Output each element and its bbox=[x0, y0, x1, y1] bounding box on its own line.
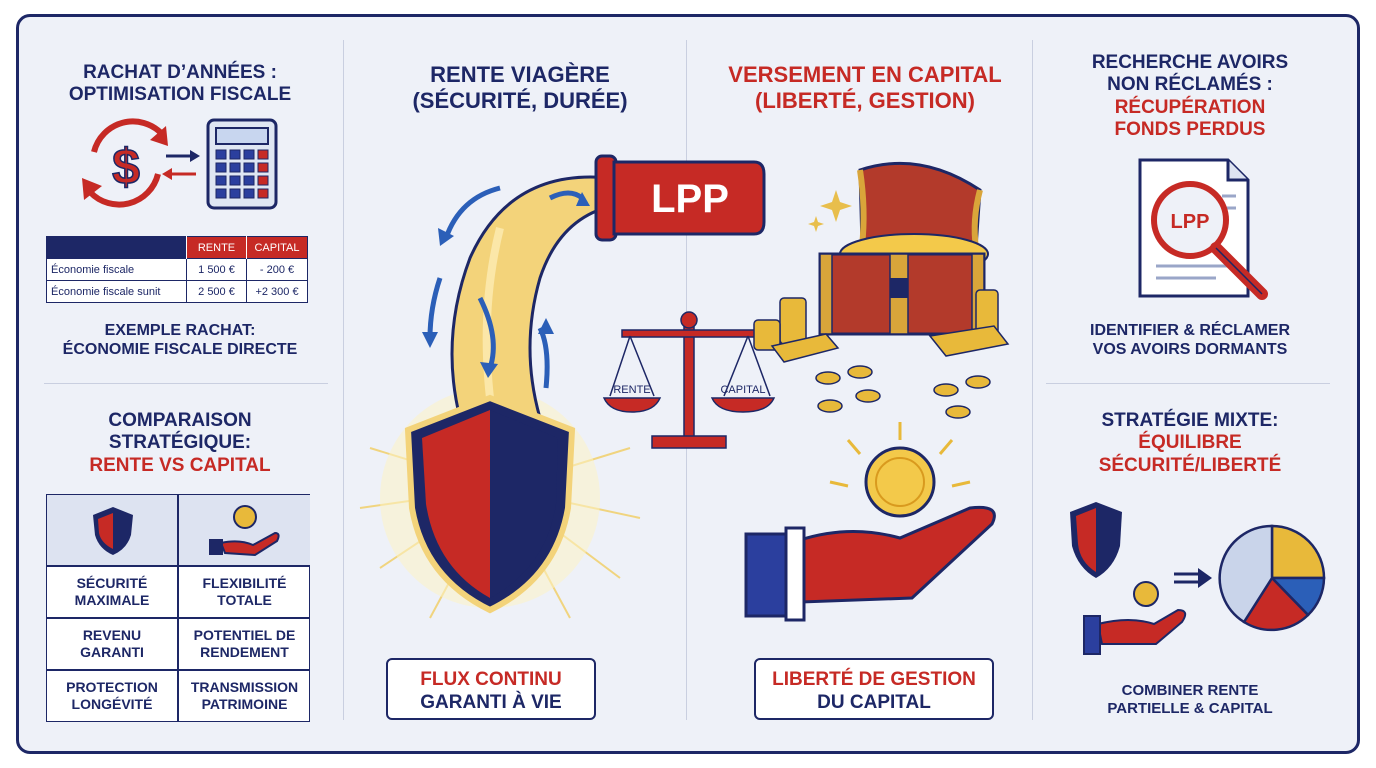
table-header-cell bbox=[46, 236, 187, 259]
recherche-title: RECHERCHE AVOIRS NON RÉCLAMÉS : RÉCUPÉRA… bbox=[1091, 52, 1289, 141]
balance-scale-icon: RENTE CAPITAL bbox=[602, 311, 776, 449]
strategy-mix-icon bbox=[1070, 502, 1326, 655]
treasure-chest-icon bbox=[753, 161, 1010, 419]
table-cell: 2 500 € bbox=[186, 280, 247, 303]
identifier-caption: IDENTIFIER & RÉCLAMER VOS AVOIRS DORMANT… bbox=[1090, 322, 1290, 358]
rachat-table: RENTE CAPITAL Économie fiscale 1 500 € -… bbox=[46, 236, 308, 303]
doc-label: LPP bbox=[1171, 211, 1210, 233]
divider bbox=[343, 40, 344, 720]
divider bbox=[1032, 40, 1033, 720]
flux-continu-box: FLUX CONTINU GARANTI À VIE bbox=[386, 658, 596, 720]
hand-coin-icon bbox=[744, 422, 996, 622]
strategie-mixte-title: STRATÉGIE MIXTE: ÉQUILIBRE SÉCURITÉ/LIBE… bbox=[1098, 410, 1282, 476]
divider bbox=[44, 383, 328, 384]
combiner-caption: COMBINER RENTE PARTIELLE & CAPITAL bbox=[1107, 682, 1273, 717]
svg-text:$: $ bbox=[112, 139, 140, 195]
table-row: Économie fiscale sunit 2 500 € +2 300 € bbox=[46, 280, 308, 303]
pipe-label: LPP bbox=[651, 177, 729, 221]
table-cell: +2 300 € bbox=[246, 280, 308, 303]
rachat-title: RACHAT D’ANNÉES : OPTIMISATION FISCALE bbox=[68, 62, 292, 106]
table-row: Économie fiscale 1 500 € - 200 € bbox=[46, 258, 308, 281]
divider bbox=[1046, 383, 1330, 384]
comparaison-title: COMPARAISON STRATÉGIQUE: RENTE VS CAPITA… bbox=[89, 410, 271, 476]
shield-icon bbox=[93, 507, 133, 555]
table-header-cell: CAPITAL bbox=[246, 236, 308, 259]
table-cell: Économie fiscale sunit bbox=[46, 280, 187, 303]
hand-coin-icon bbox=[209, 505, 280, 557]
exchange-icon: $ bbox=[82, 118, 278, 210]
table-cell: - 200 € bbox=[246, 258, 308, 281]
lpp-pipe-shield-illustration: LPP bbox=[359, 154, 766, 619]
table-header: RENTE CAPITAL bbox=[46, 236, 308, 259]
table-cell: Économie fiscale bbox=[46, 258, 187, 281]
scale-label-rente: RENTE bbox=[613, 384, 650, 396]
rente-title: RENTE VIAGÈRE (SÉCURITÉ, DURÉE) bbox=[412, 62, 628, 113]
versement-title: VERSEMENT EN CAPITAL (LIBERTÉ, GESTION) bbox=[728, 62, 1002, 113]
exemple-rachat-caption: EXEMPLE RACHAT: ÉCONOMIE FISCALE DIRECTE bbox=[62, 322, 298, 358]
document-magnifier-icon: LPP bbox=[1138, 158, 1268, 300]
liberte-gestion-box: LIBERTÉ DE GESTION DU CAPITAL bbox=[754, 658, 994, 720]
table-cell: 1 500 € bbox=[186, 258, 247, 281]
scale-label-capital: CAPITAL bbox=[720, 384, 765, 396]
table-header-cell: RENTE bbox=[186, 236, 247, 259]
